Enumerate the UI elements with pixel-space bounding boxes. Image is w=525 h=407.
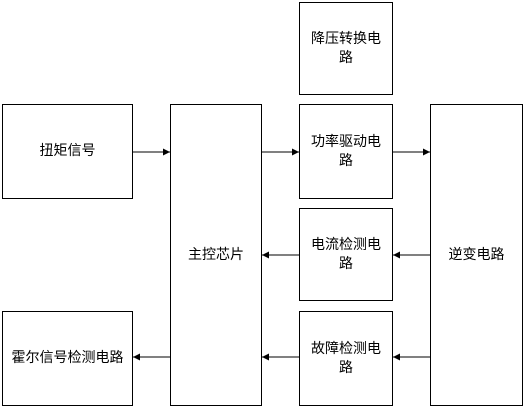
hall-detection-box: 霍尔信号检测电路 (2, 311, 133, 406)
inverter-box: 逆变电路 (430, 104, 523, 406)
fault-detection-box: 故障检测电路 (299, 311, 393, 406)
torque-signal-box: 扭矩信号 (2, 104, 133, 199)
buck-converter-box: 降压转换电路 (299, 2, 393, 95)
main-chip-box: 主控芯片 (170, 104, 262, 406)
current-detection-box: 电流检测电路 (299, 208, 393, 301)
power-driver-box: 功率驱动电路 (299, 104, 393, 199)
